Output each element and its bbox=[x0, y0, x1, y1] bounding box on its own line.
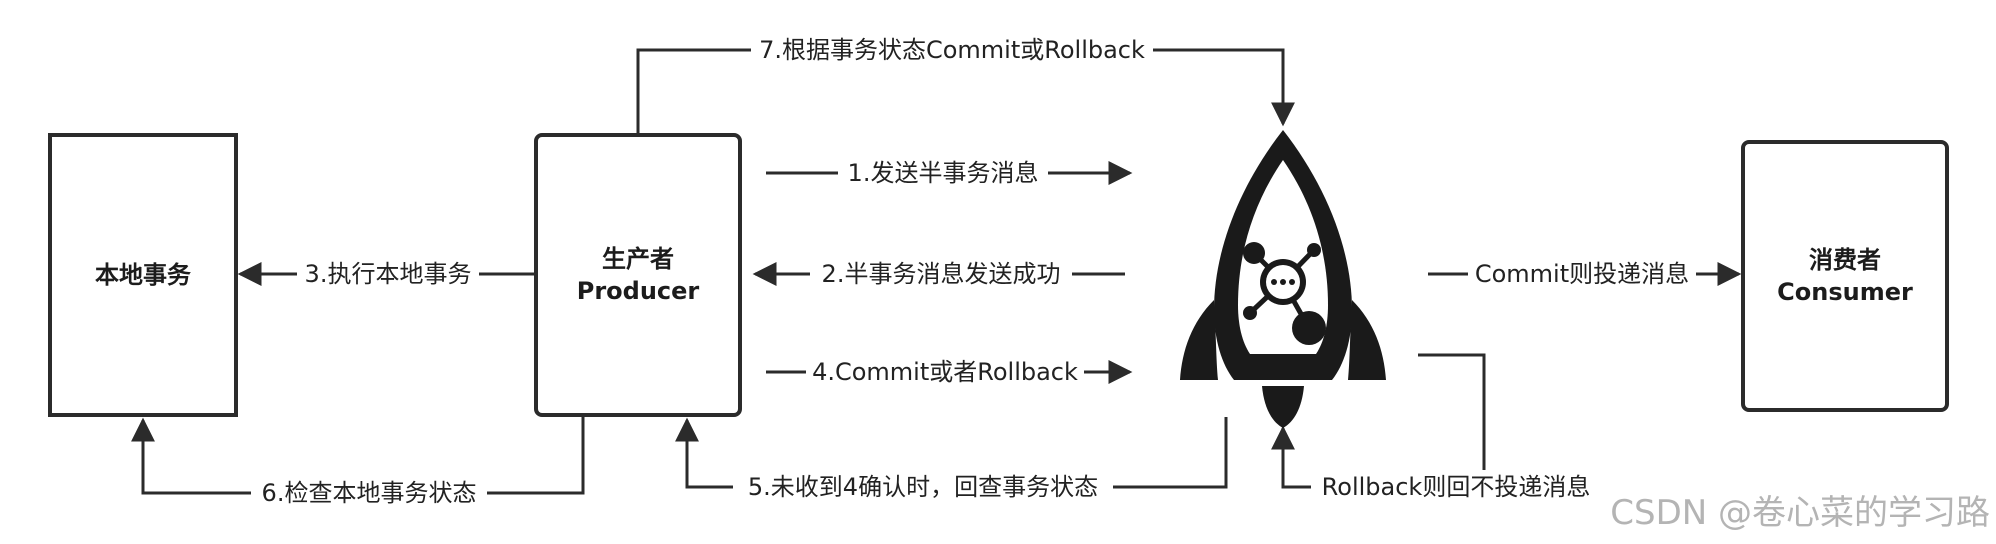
producer-title: 生产者 bbox=[602, 245, 674, 273]
consumer-title: 消费者 bbox=[1809, 246, 1881, 274]
label-step6: 6.检查本地事务状态 bbox=[262, 479, 477, 507]
local-transaction-title: 本地事务 bbox=[95, 261, 191, 289]
label-step7: 7.根据事务状态Commit或Rollback bbox=[759, 36, 1145, 64]
label-step5: 5.未收到4确认时，回查事务状态 bbox=[748, 473, 1098, 501]
rocket-icon bbox=[1180, 130, 1386, 428]
label-step3: 3.执行本地事务 bbox=[305, 260, 472, 288]
label-rollback: Rollback则回不投递消息 bbox=[1322, 473, 1591, 501]
label-step4: 4.Commit或者Rollback bbox=[812, 358, 1078, 386]
producer-box: 生产者 Producer bbox=[534, 133, 742, 417]
local-transaction-box: 本地事务 bbox=[48, 133, 238, 417]
consumer-box: 消费者 Consumer bbox=[1741, 140, 1949, 412]
label-step1: 1.发送半事务消息 bbox=[848, 159, 1039, 187]
label-commit-deliver: Commit则投递消息 bbox=[1475, 260, 1689, 288]
consumer-subtitle: Consumer bbox=[1777, 278, 1913, 306]
watermark: CSDN @卷心菜的学习路 bbox=[1610, 493, 1990, 533]
label-step2: 2.半事务消息发送成功 bbox=[822, 260, 1061, 288]
producer-subtitle: Producer bbox=[576, 277, 700, 305]
